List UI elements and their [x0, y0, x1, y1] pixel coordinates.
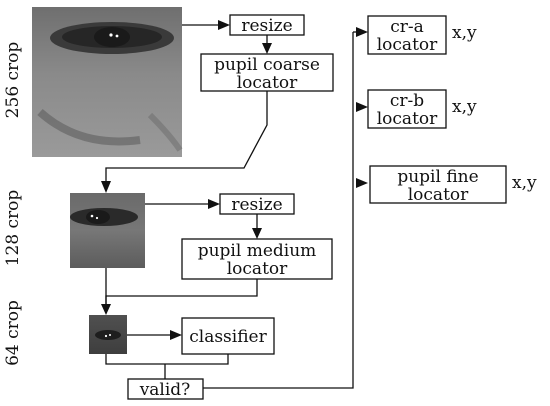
pupil-fine-label-line1: pupil fine	[397, 167, 478, 187]
cr-a-label-line2: locator	[377, 35, 438, 55]
resize-mid-label: resize	[231, 195, 282, 215]
resize-mid-box: resize	[219, 193, 295, 215]
pupil-medium-label-line1: pupil medium	[198, 241, 317, 261]
resize-top-label: resize	[241, 16, 292, 36]
cr-b-output-label: x,y	[452, 97, 477, 117]
crop-label-128: 128 crop	[3, 190, 23, 267]
cr-b-label-line1: cr-b	[390, 91, 424, 111]
classifier-box: classifier	[181, 317, 275, 355]
valid-label: valid?	[139, 380, 191, 400]
classifier-label: classifier	[189, 327, 267, 347]
cr-a-label-line1: cr-a	[390, 17, 424, 37]
pupil-fine-output-label: x,y	[512, 173, 537, 193]
pupil-fine-label-line2: locator	[408, 185, 469, 205]
cr-a-locator-box: cr-a locator	[367, 15, 447, 55]
valid-box: valid?	[127, 378, 204, 400]
pupil-medium-label-line2: locator	[227, 259, 288, 279]
crop-label-256: 256 crop	[3, 42, 23, 119]
pupil-coarse-locator-box: pupil coarse locator	[200, 53, 334, 93]
pupil-fine-locator-box: pupil fine locator	[369, 165, 507, 205]
cr-a-output-label: x,y	[452, 23, 477, 43]
eye-image-256	[32, 7, 183, 157]
crop-label-64: 64 crop	[3, 300, 23, 366]
resize-top-box: resize	[229, 14, 305, 36]
pupil-medium-locator-box: pupil medium locator	[181, 238, 333, 280]
pupil-coarse-label-line2: locator	[237, 73, 298, 93]
eye-image-128	[70, 193, 145, 268]
connectors	[101, 20, 368, 389]
cr-b-label-line2: locator	[377, 109, 438, 129]
pupil-coarse-label-line1: pupil coarse	[214, 55, 320, 75]
eye-image-64	[89, 315, 127, 354]
cr-b-locator-box: cr-b locator	[367, 89, 447, 129]
